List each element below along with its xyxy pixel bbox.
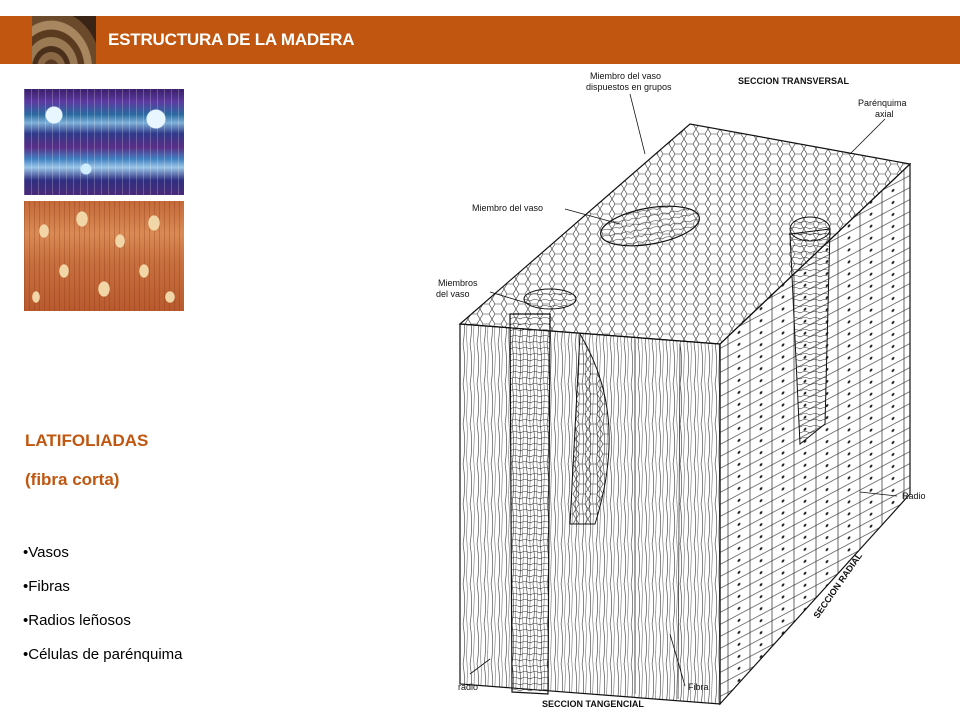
label-ray-lower: radio	[458, 682, 478, 692]
label-tangential-section: SECCION TANGENCIAL	[542, 699, 644, 709]
label-vessel-members-line2: del vaso	[436, 289, 470, 299]
micrograph-top	[24, 89, 184, 195]
label-transverse-section: SECCION TRANSVERSAL	[738, 76, 850, 86]
radial-face	[719, 162, 911, 706]
bullet-list: •Vasos •Fibras •Radios leñosos •Células …	[23, 542, 183, 678]
label-vessel-groups-line2: dispuestos en grupos	[586, 82, 672, 92]
bullet-item: •Radios leñosos	[23, 612, 131, 629]
section-heading: LATIFOLIADAS	[25, 431, 149, 450]
micrograph-bottom	[24, 201, 184, 311]
wood-block-diagram: Miembro del vaso dispuestos en grupos SE…	[436, 71, 926, 709]
title-bar: ESTRUCTURA DE LA MADERA	[0, 16, 960, 64]
label-ray: Radio	[902, 491, 926, 501]
label-fiber: Fibra	[688, 682, 709, 692]
bullet-item: •Vasos	[23, 544, 69, 561]
wood-rings-thumbnail	[32, 16, 96, 64]
slide-title: ESTRUCTURA DE LA MADERA	[108, 30, 355, 49]
label-vessel-members: Miembros	[438, 278, 478, 288]
label-parenchyma-line2: axial	[875, 109, 894, 119]
label-vessel-groups: Miembro del vaso	[590, 71, 661, 81]
label-vessel-member: Miembro del vaso	[472, 203, 543, 213]
section-subheading: (fibra corta)	[25, 470, 120, 489]
content-heading-block: LATIFOLIADAS (fibra corta)	[25, 430, 149, 489]
bullet-item: •Fibras	[23, 578, 70, 595]
bullet-item: •Células de parénquima	[23, 646, 183, 663]
label-parenchyma: Parénquima	[858, 98, 907, 108]
